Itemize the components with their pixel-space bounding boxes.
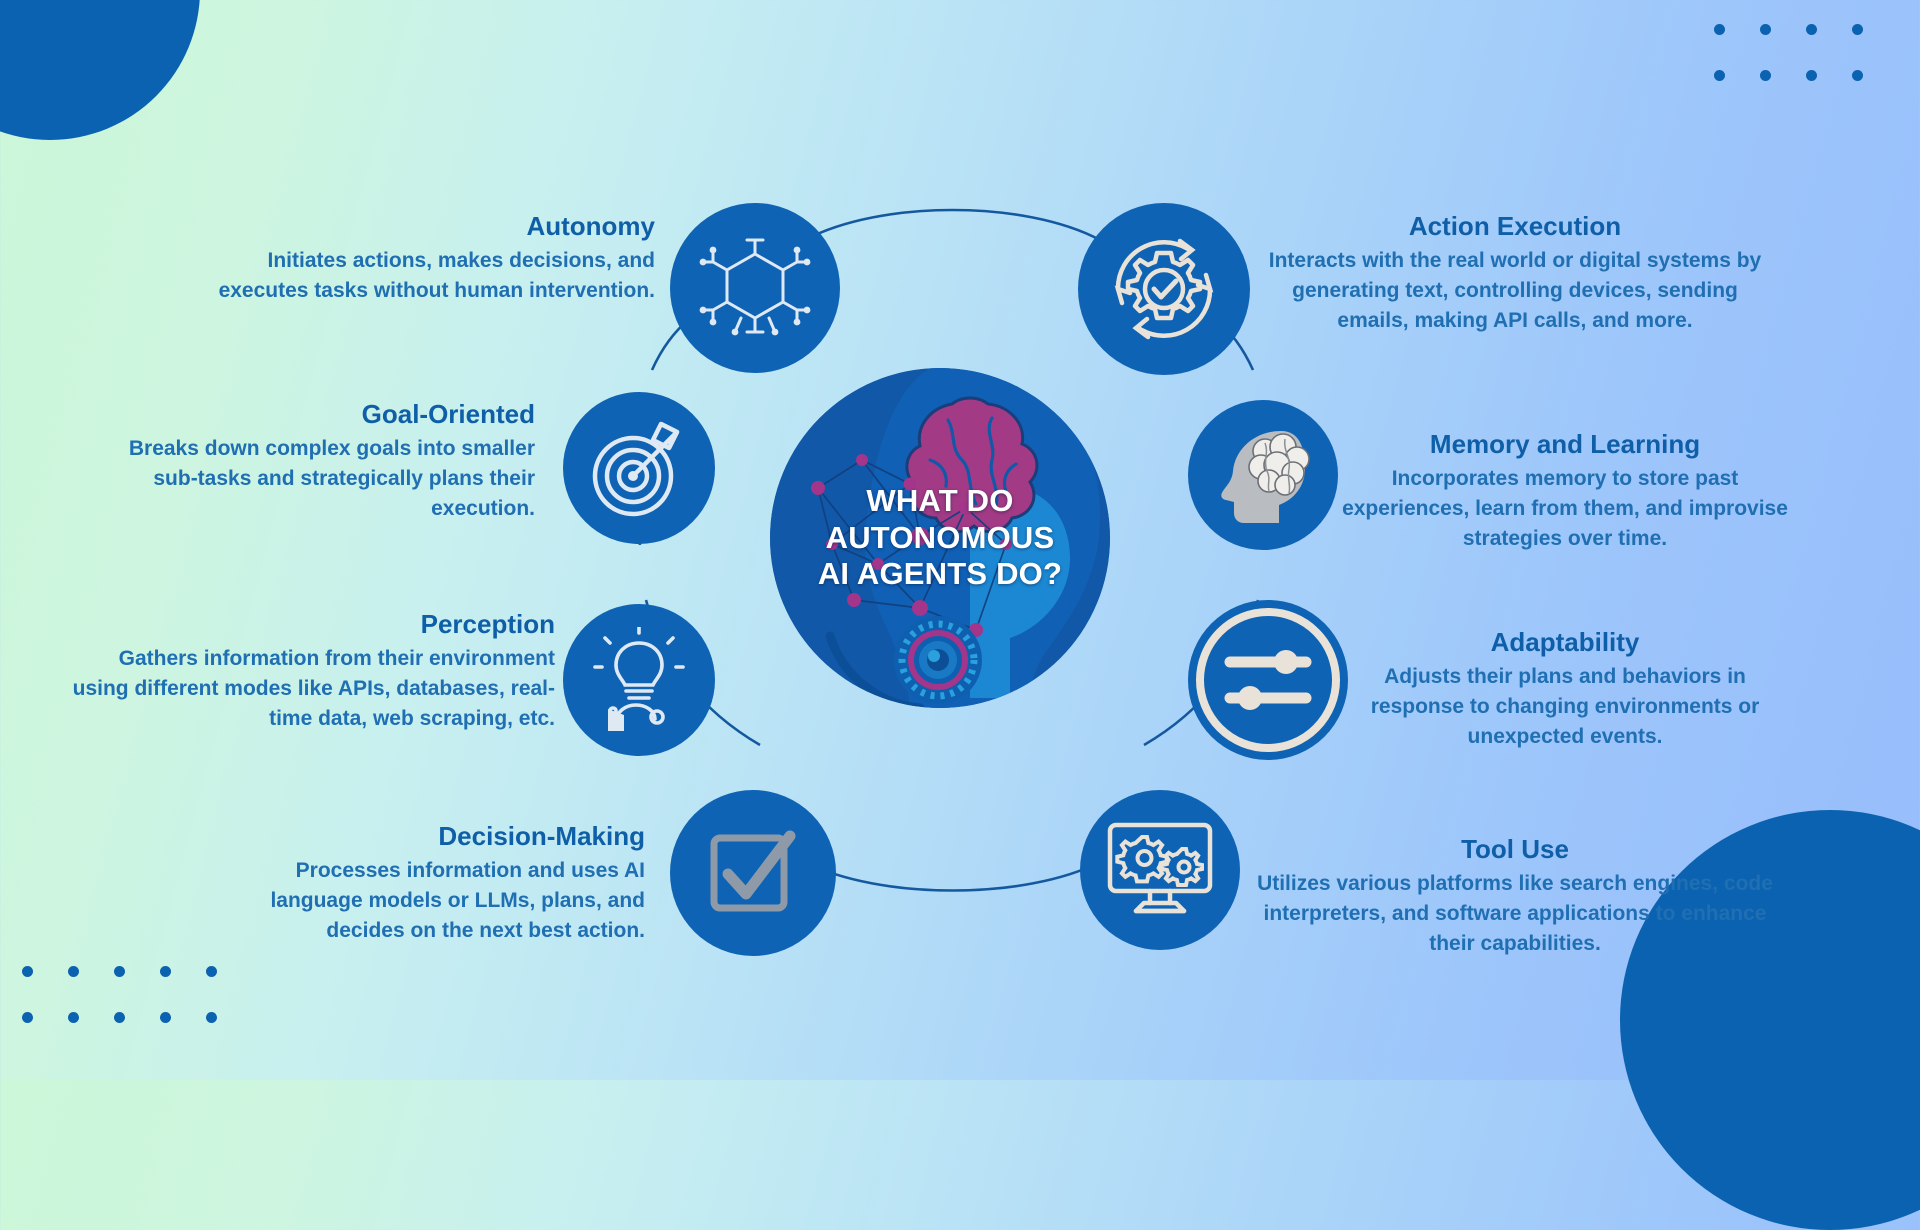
node-perception[interactable] xyxy=(563,604,715,756)
feature-body-memory-and-learning: Incorporates memory to store past experi… xyxy=(1342,467,1788,550)
feature-title-autonomy: Autonomy xyxy=(526,211,655,241)
node-decision-making[interactable] xyxy=(670,790,836,956)
target-dart-icon xyxy=(592,421,680,517)
center-hub-title: WHAT DO AUTONOMOUS AI AGENTS DO? xyxy=(804,483,1076,593)
feature-body-autonomy: Initiates actions, makes decisions, and … xyxy=(218,249,655,302)
feature-block-adaptability: Adaptability Adjusts their plans and beh… xyxy=(1345,627,1785,752)
node-action-execution[interactable] xyxy=(1078,203,1250,375)
feature-block-autonomy: Autonomy Initiates actions, makes decisi… xyxy=(180,211,655,306)
node-memory-and-learning[interactable] xyxy=(1188,400,1338,550)
monitor-gears-icon xyxy=(1107,822,1213,914)
feature-title-goal-oriented: Goal-Oriented xyxy=(361,399,535,429)
gear-check-cycle-icon xyxy=(1114,238,1214,340)
feature-block-goal-oriented: Goal-Oriented Breaks down complex goals … xyxy=(120,399,535,524)
sliders-settings-icon xyxy=(1196,608,1340,752)
feature-body-adaptability: Adjusts their plans and behaviors in res… xyxy=(1370,665,1760,748)
feature-title-tool-use: Tool Use xyxy=(1461,834,1569,864)
circuit-hexagon-icon xyxy=(699,238,811,336)
feature-block-perception: Perception Gathers information from thei… xyxy=(65,609,555,734)
decorative-dots-bottom-left xyxy=(22,966,252,1058)
feature-body-perception: Gathers information from their environme… xyxy=(72,647,555,730)
feature-block-tool-use: Tool Use Utilizes various platforms like… xyxy=(1245,834,1785,959)
feature-block-memory-and-learning: Memory and Learning Incorporates memory … xyxy=(1340,429,1790,554)
head-brain-icon xyxy=(1221,431,1310,523)
feature-body-action-execution: Interacts with the real world or digital… xyxy=(1268,249,1762,332)
feature-title-action-execution: Action Execution xyxy=(1408,211,1622,241)
feature-block-action-execution: Action Execution Interacts with the real… xyxy=(1255,211,1775,336)
feature-body-tool-use: Utilizes various platforms like search e… xyxy=(1257,872,1773,955)
feature-block-decision-making: Decision-Making Processes information an… xyxy=(200,821,645,946)
feature-title-perception: Perception xyxy=(420,609,555,639)
node-tool-use[interactable] xyxy=(1080,790,1240,950)
lightbulb-hand-idea-icon xyxy=(593,627,685,731)
feature-title-memory-and-learning: Memory and Learning xyxy=(1429,429,1701,459)
checkbox-tick-icon xyxy=(710,830,796,912)
center-hub: WHAT DO AUTONOMOUS AI AGENTS DO? xyxy=(770,368,1110,708)
node-autonomy[interactable] xyxy=(670,203,840,373)
center-hub-title-line-3: AI AGENTS DO? xyxy=(817,556,1063,592)
decorative-dots-top-right xyxy=(1714,24,1898,116)
feature-title-adaptability: Adaptability xyxy=(1490,627,1640,657)
feature-body-decision-making: Processes information and uses AI langua… xyxy=(270,859,645,942)
center-hub-title-line-2: AUTONOMOUS xyxy=(825,519,1055,555)
feature-title-decision-making: Decision-Making xyxy=(438,821,645,851)
node-goal-oriented[interactable] xyxy=(563,392,715,544)
center-hub-title-line-1: WHAT DO xyxy=(866,483,1014,519)
node-adaptability[interactable] xyxy=(1188,600,1348,760)
feature-body-goal-oriented: Breaks down complex goals into smaller s… xyxy=(128,437,535,520)
ai-brain-head-network-icon xyxy=(770,368,1110,708)
